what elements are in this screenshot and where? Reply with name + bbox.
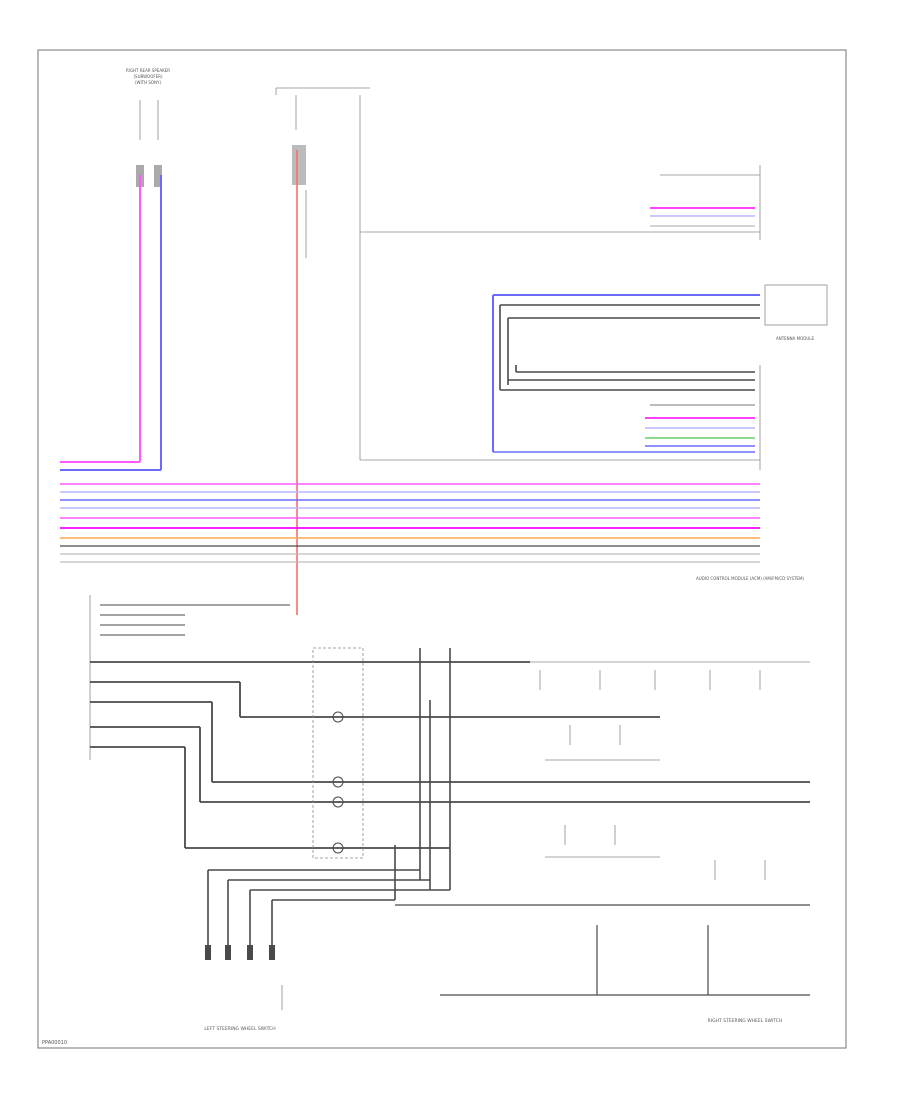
antenna-module bbox=[764, 284, 828, 326]
footer-code: PPA00010 bbox=[42, 1040, 67, 1046]
speaker-top-label: RIGHT REAR SPEAKER bbox=[126, 68, 170, 73]
clockspring-connectors bbox=[332, 711, 344, 854]
fuse-group bbox=[275, 87, 370, 615]
left-switch-wires bbox=[207, 648, 451, 960]
diagram-frame bbox=[37, 49, 847, 1049]
speaker-top-label-3: (WITH SONY) bbox=[135, 80, 162, 85]
audio-module-box bbox=[360, 165, 761, 470]
main-bus bbox=[60, 483, 760, 563]
antenna-wires bbox=[492, 284, 828, 453]
speaker-connector-group: RIGHT REAR SPEAKER (SUBWOOFER) (WITH SON… bbox=[60, 68, 170, 471]
right-switch-wires bbox=[395, 904, 810, 996]
right-steering-wheel-switch-label: RIGHT STEERING WHEEL SWITCH bbox=[708, 1018, 783, 1024]
speaker-top-label-2: (SUBWOOFER) bbox=[133, 74, 162, 79]
audio-module-label: AUDIO CONTROL MODULE (ACM) (AM/FM/CD SYS… bbox=[696, 576, 804, 581]
antenna-module-label: ANTENNA MODULE bbox=[776, 336, 815, 341]
left-steering-wheel-switch-label: LEFT STEERING WHEEL SWITCH bbox=[204, 1026, 275, 1032]
switch-contacts bbox=[530, 661, 810, 880]
left-switch-connectors bbox=[205, 945, 275, 960]
clockspring-box bbox=[312, 647, 364, 859]
